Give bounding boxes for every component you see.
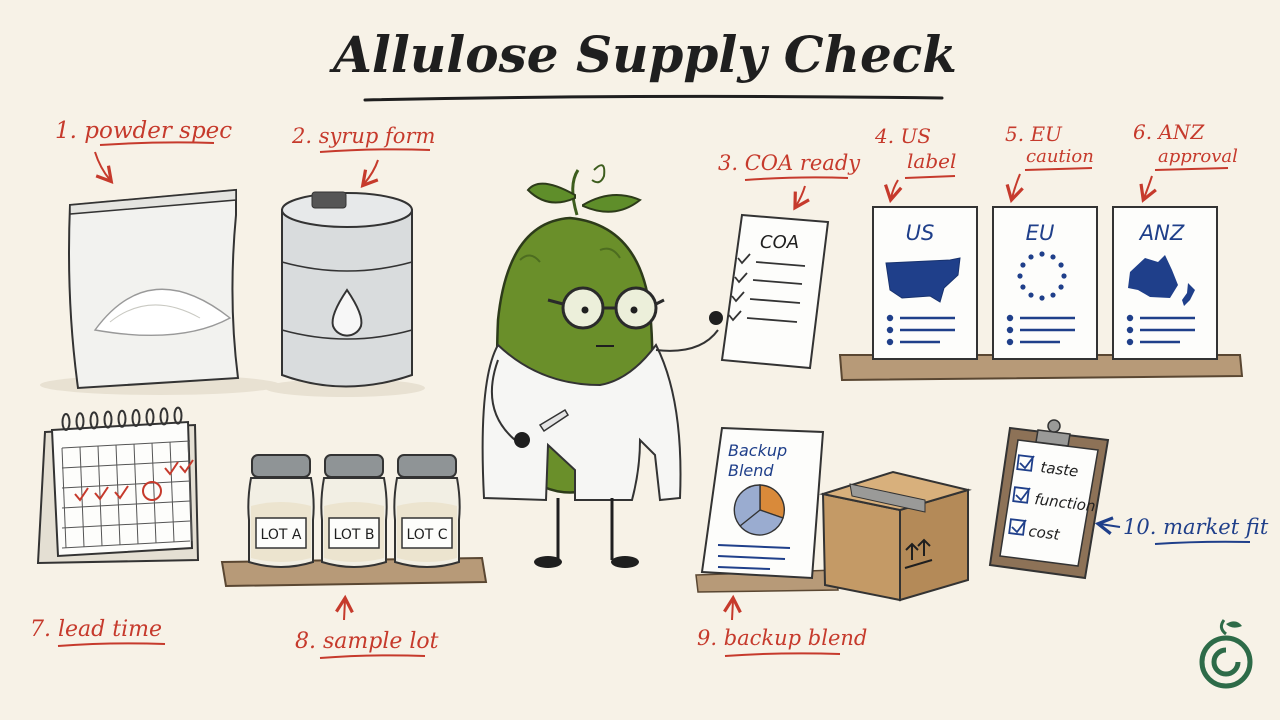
underline-coa-ready — [744, 176, 849, 181]
arrow-anz — [1139, 175, 1157, 203]
check-item-taste: taste — [1040, 458, 1080, 480]
underline-sample-lot — [319, 654, 426, 659]
eu-star-icon — [1058, 262, 1064, 268]
underline-us — [904, 175, 956, 179]
arrow-coa-ready — [793, 185, 810, 211]
arrow-eu — [1005, 173, 1024, 204]
region-name-us: US — [906, 221, 935, 245]
region-shelf — [838, 354, 1244, 382]
jar-label: LOT B — [334, 527, 375, 543]
label-eu-line2: caution — [1026, 146, 1094, 167]
page-title: Allulose Supply Check — [329, 25, 957, 84]
calendar-icon — [36, 406, 200, 565]
underline-syrup-form — [319, 148, 431, 153]
clipboard-icon: taste function cost — [988, 419, 1110, 580]
underline-powder-spec — [99, 141, 215, 146]
eu-star-icon — [1061, 273, 1067, 279]
us-map-icon — [885, 257, 961, 303]
underline-lead-time — [57, 642, 166, 647]
region-card-us: US — [872, 206, 978, 360]
underline-backup-blend — [724, 652, 841, 657]
sample-jar: LOT B — [320, 454, 388, 568]
label-anz-line1: 6. ANZ — [1133, 120, 1205, 144]
backup-blend-poster: Backup Blend — [695, 426, 839, 593]
label-coa-ready: 3. COA ready — [718, 151, 861, 175]
eu-stars-icon — [1017, 251, 1067, 301]
poster-title-line1: Backup — [728, 441, 787, 460]
pie-chart-icon — [733, 484, 786, 536]
eu-star-icon — [1020, 262, 1026, 268]
region-card-eu: EU — [992, 206, 1098, 360]
eu-star-icon — [1028, 254, 1034, 260]
label-anz-line2: approval — [1158, 146, 1238, 167]
underline-eu — [1024, 167, 1093, 171]
region-card-anz: ANZ — [1112, 206, 1218, 360]
arrow-market-fit — [1094, 516, 1121, 535]
region-name-eu: EU — [1026, 221, 1055, 245]
underline-market-fit — [1154, 540, 1251, 545]
label-backup-blend: 9. backup blend — [697, 626, 867, 650]
check-item-cost: cost — [1028, 522, 1062, 544]
logo-icon — [1199, 619, 1253, 689]
underline-anz — [1154, 167, 1229, 171]
shipping-box-icon — [819, 470, 972, 602]
water-drop-icon — [331, 288, 363, 337]
eu-star-icon — [1039, 251, 1045, 257]
jar-label: LOT C — [406, 527, 447, 543]
eu-star-icon — [1028, 292, 1034, 298]
label-us-line2: label — [907, 149, 956, 173]
mascot-scientist — [481, 164, 723, 568]
syrup-drum-icon — [265, 191, 425, 397]
title-underline — [363, 94, 944, 102]
eu-star-icon — [1050, 292, 1056, 298]
powder-bag-icon — [40, 188, 280, 395]
sample-jar: LOT A — [247, 454, 315, 568]
region-name-anz: ANZ — [1138, 221, 1185, 245]
coa-doc-title: COA — [760, 232, 799, 253]
label-us-line1: 4. US — [874, 124, 931, 148]
arrow-powder-spec — [94, 151, 114, 185]
label-eu-line1: 5. EU — [1005, 122, 1063, 146]
label-market-fit: 10. market fit — [1123, 515, 1269, 539]
sample-jars: LOT A LOT B LOT C — [247, 454, 461, 568]
arrow-sample-lot — [335, 594, 354, 621]
eu-star-icon — [1017, 273, 1023, 279]
label-sample-lot: 8. sample lot — [295, 629, 439, 654]
poster-title-line2: Blend — [728, 461, 774, 480]
label-lead-time: 7. lead time — [30, 617, 162, 642]
eu-star-icon — [1020, 284, 1026, 290]
arrow-syrup-form — [360, 159, 379, 189]
arrow-backup-blend — [723, 594, 742, 621]
arrow-us — [883, 179, 903, 204]
label-syrup-form: 2. syrup form — [291, 124, 435, 148]
eu-star-icon — [1039, 295, 1045, 301]
jar-label: LOT A — [261, 527, 302, 543]
eu-star-icon — [1050, 254, 1056, 260]
eu-star-icon — [1058, 284, 1064, 290]
label-powder-spec: 1. powder spec — [55, 118, 232, 144]
australia-nz-map-icon — [1128, 255, 1195, 306]
coa-document: COA — [720, 213, 830, 370]
sample-jar: LOT C — [393, 454, 461, 568]
